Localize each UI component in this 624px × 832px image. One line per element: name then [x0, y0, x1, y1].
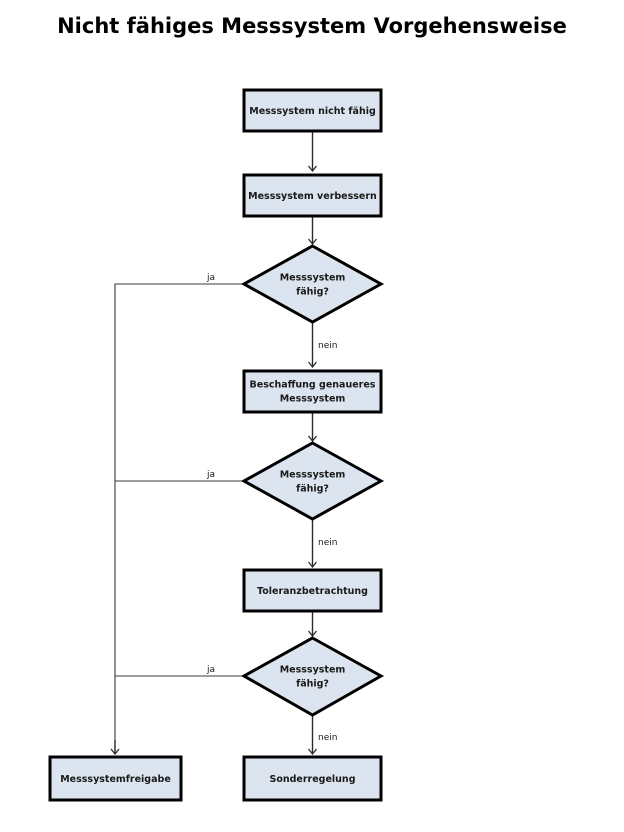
node-improve[interactable]: Messsystem verbessern [242, 173, 383, 218]
node-procure[interactable]: Beschaffung genaueres Messsystem [242, 369, 383, 414]
node-special[interactable]: Sonderregelung [242, 755, 383, 802]
edge-label-decision1-no: nein [318, 341, 337, 351]
node-decision1-label-line2: fähig? [296, 287, 329, 298]
node-start[interactable]: Messsystem nicht fähig [242, 88, 383, 133]
node-special-label: Sonderregelung [269, 774, 355, 785]
node-start-label: Messsystem nicht fähig [249, 106, 376, 117]
edge-label-decision1-yes: ja [206, 273, 215, 283]
connector-decision1-yes [114, 283, 244, 752]
node-tolerance-label: Toleranzbetrachtung [257, 586, 368, 597]
node-procure-label-line2: Messsystem [280, 394, 346, 405]
node-improve-label: Messsystem verbessern [248, 191, 377, 202]
node-decision3-label-line1: Messsystem [280, 665, 346, 676]
edge-label-decision3-no: nein [318, 733, 337, 743]
node-decision1[interactable]: Messsystem fähig? [240, 244, 385, 324]
edge-label-decision3-yes: ja [206, 665, 215, 675]
edge-label-decision2-yes: ja [206, 470, 215, 480]
node-procure-label-line1: Beschaffung genaueres [250, 380, 376, 391]
node-tolerance[interactable]: Toleranzbetrachtung [242, 568, 383, 613]
node-decision3-label-line2: fähig? [296, 679, 329, 690]
node-decision1-label-line1: Messsystem [280, 273, 346, 284]
node-decision2-label-line2: fähig? [296, 484, 329, 495]
node-release-label: Messsystemfreigabe [60, 774, 171, 785]
edge-label-decision2-no: nein [318, 538, 337, 548]
node-release[interactable]: Messsystemfreigabe [48, 755, 183, 802]
node-decision2-label-line1: Messsystem [280, 470, 346, 481]
page-title: Nicht fähiges Messsystem Vorgehensweise [57, 14, 567, 38]
node-decision2[interactable]: Messsystem fähig? [240, 441, 385, 521]
node-decision3[interactable]: Messsystem fähig? [240, 636, 385, 717]
